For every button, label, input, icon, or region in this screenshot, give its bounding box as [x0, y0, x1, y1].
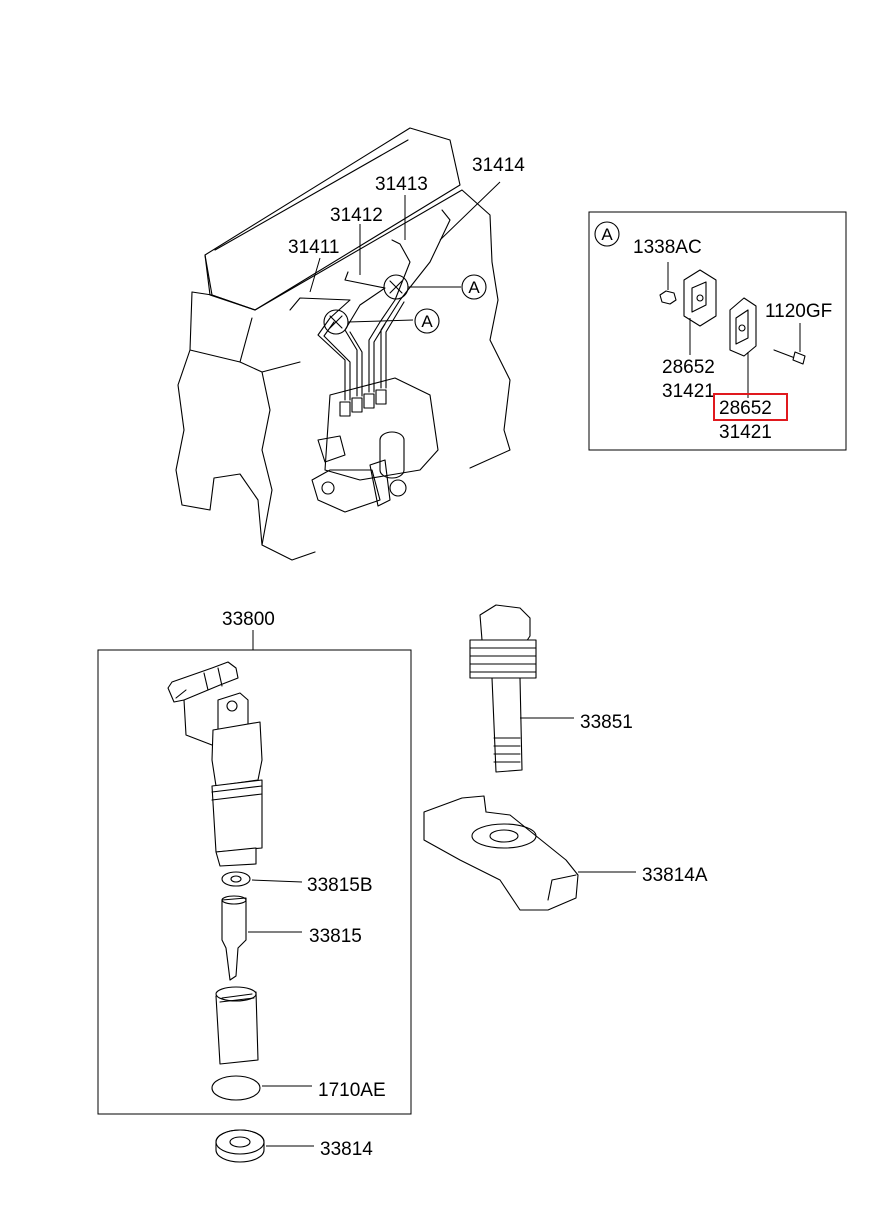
bolt-shank-part — [491, 677, 523, 773]
nut-part — [659, 290, 677, 305]
fuel-pipes — [289, 209, 451, 401]
highlight-box[interactable] — [713, 393, 788, 421]
ref-a-circle-2 — [414, 308, 440, 334]
nozzle-nut-part — [215, 991, 259, 1065]
label-31411: 31411 — [288, 237, 339, 258]
detail-a-box: A 1338AC 1120GF 28652 31421 28652 31421 — [588, 211, 847, 451]
label-1338AC: 1338AC — [633, 237, 702, 258]
clamp-33814A: 33814A — [423, 795, 708, 911]
label-31412: 31412 — [330, 205, 383, 226]
label-31414: 31414 — [472, 155, 525, 176]
label-28652-a: 28652 — [662, 357, 715, 378]
label-33815: 33815 — [309, 926, 362, 947]
label-31421-b: 31421 — [719, 422, 772, 443]
label-31421-a: 31421 — [662, 381, 715, 402]
bolt-part — [792, 351, 806, 365]
o-ring-1710AE-part — [211, 1075, 261, 1101]
label-31413: 31413 — [375, 174, 428, 195]
injector-body-part — [211, 721, 263, 787]
washer-33814-part — [215, 1129, 265, 1163]
washer-33814: 33814 — [215, 1129, 373, 1163]
clamp-lower-part — [683, 269, 717, 327]
label-33815B: 33815B — [307, 875, 373, 896]
label-33851: 33851 — [580, 712, 633, 733]
bolt-33851: 33851 — [469, 604, 633, 773]
washer-33815B-part — [221, 871, 251, 887]
engine-block — [175, 127, 511, 561]
detail-a-letter: A — [601, 225, 613, 244]
injector-assembly-box: 33800 33815B 33815 1710AE — [97, 609, 412, 1115]
inlet-fitting-part — [167, 661, 239, 703]
label-33800: 33800 — [222, 609, 275, 630]
label-33814: 33814 — [320, 1139, 373, 1160]
label-1710AE: 1710AE — [318, 1080, 386, 1101]
label-1120GF: 1120GF — [765, 301, 832, 322]
clamp-33814A-part — [423, 795, 579, 911]
label-28652-b[interactable]: 28652 — [719, 398, 772, 419]
ref-a-letter-1: A — [468, 278, 480, 297]
clamp-upper-part — [729, 297, 757, 357]
label-33814A: 33814A — [642, 865, 708, 886]
ref-a-circle-1 — [461, 274, 487, 300]
nozzle-33815-part — [221, 897, 247, 981]
ref-a-letter-2: A — [421, 312, 433, 331]
